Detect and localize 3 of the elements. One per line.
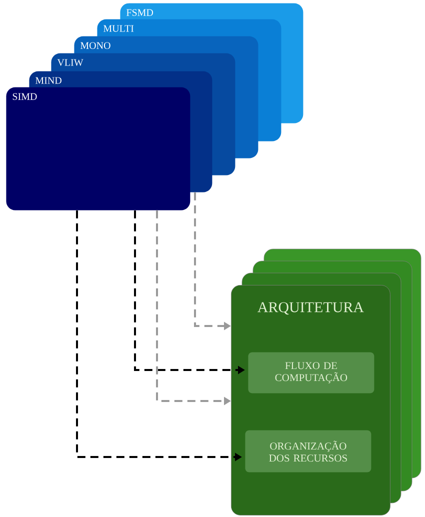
card: SIMD bbox=[6, 87, 190, 210]
rounded-box: ORGANIZAÇÃO DOS RECURSOS bbox=[245, 430, 372, 472]
rounded-box: FLUXO DE COMPUTAÇÃO bbox=[248, 352, 374, 394]
